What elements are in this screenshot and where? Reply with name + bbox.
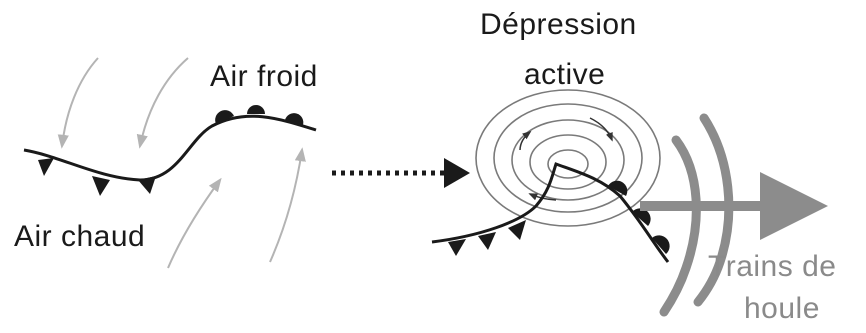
depression-label-line2: active bbox=[524, 60, 605, 90]
warm-front-semicircle bbox=[247, 105, 265, 114]
swell-arc-1 bbox=[664, 140, 696, 312]
warm-air-arrow-2 bbox=[270, 150, 302, 262]
circulation-arrow bbox=[590, 118, 612, 140]
transition-arrow bbox=[332, 158, 470, 188]
cold-air-label: Air froid bbox=[210, 62, 318, 92]
warm-air-arrow-1 bbox=[168, 180, 220, 268]
active-front-line bbox=[432, 164, 668, 262]
transition-arrow-head bbox=[444, 158, 470, 188]
cold-front-triangle bbox=[478, 232, 496, 250]
cold-air-arrow-2 bbox=[140, 58, 188, 146]
isobar bbox=[476, 90, 660, 226]
cold-front-triangle bbox=[92, 176, 110, 196]
swell-arrow-head bbox=[760, 172, 828, 240]
stationary-front-line bbox=[24, 116, 316, 180]
swell-label-line1: Trains de bbox=[708, 252, 836, 282]
depression-label-line1: Dépression bbox=[480, 10, 637, 40]
cold-front-triangle bbox=[38, 158, 54, 176]
swell-label-line2: houle bbox=[744, 294, 820, 324]
cold-front-triangle bbox=[448, 239, 466, 256]
warm-air-label: Air chaud bbox=[14, 222, 145, 252]
right-panel bbox=[432, 90, 670, 262]
cold-air-arrow-1 bbox=[62, 58, 98, 146]
isobar bbox=[530, 135, 606, 189]
